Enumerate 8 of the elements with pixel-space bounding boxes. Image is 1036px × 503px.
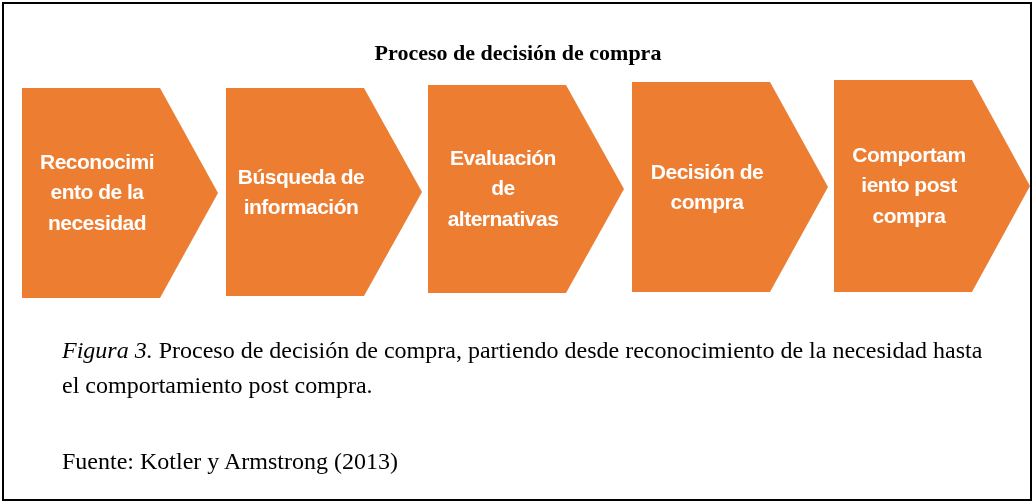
- step-label: Búsqueda de información: [236, 163, 366, 220]
- step-label: Reconocimi ento de la necesidad: [39, 149, 155, 237]
- step-label: Decisión de compra: [649, 158, 765, 215]
- source-note: Fuente: Kotler y Armstrong (2013): [62, 448, 398, 475]
- step-label: Evaluación de alternativas: [446, 145, 560, 233]
- diagram-title: Proceso de decisión de compra: [373, 40, 663, 66]
- figure-caption: Figura 3. Proceso de decisión de compra, partiendo desde reconocimiento de la necesidad hasta el comportamiento post compra.: [62, 336, 984, 400]
- step-label: Comportam iento post compra: [851, 142, 967, 230]
